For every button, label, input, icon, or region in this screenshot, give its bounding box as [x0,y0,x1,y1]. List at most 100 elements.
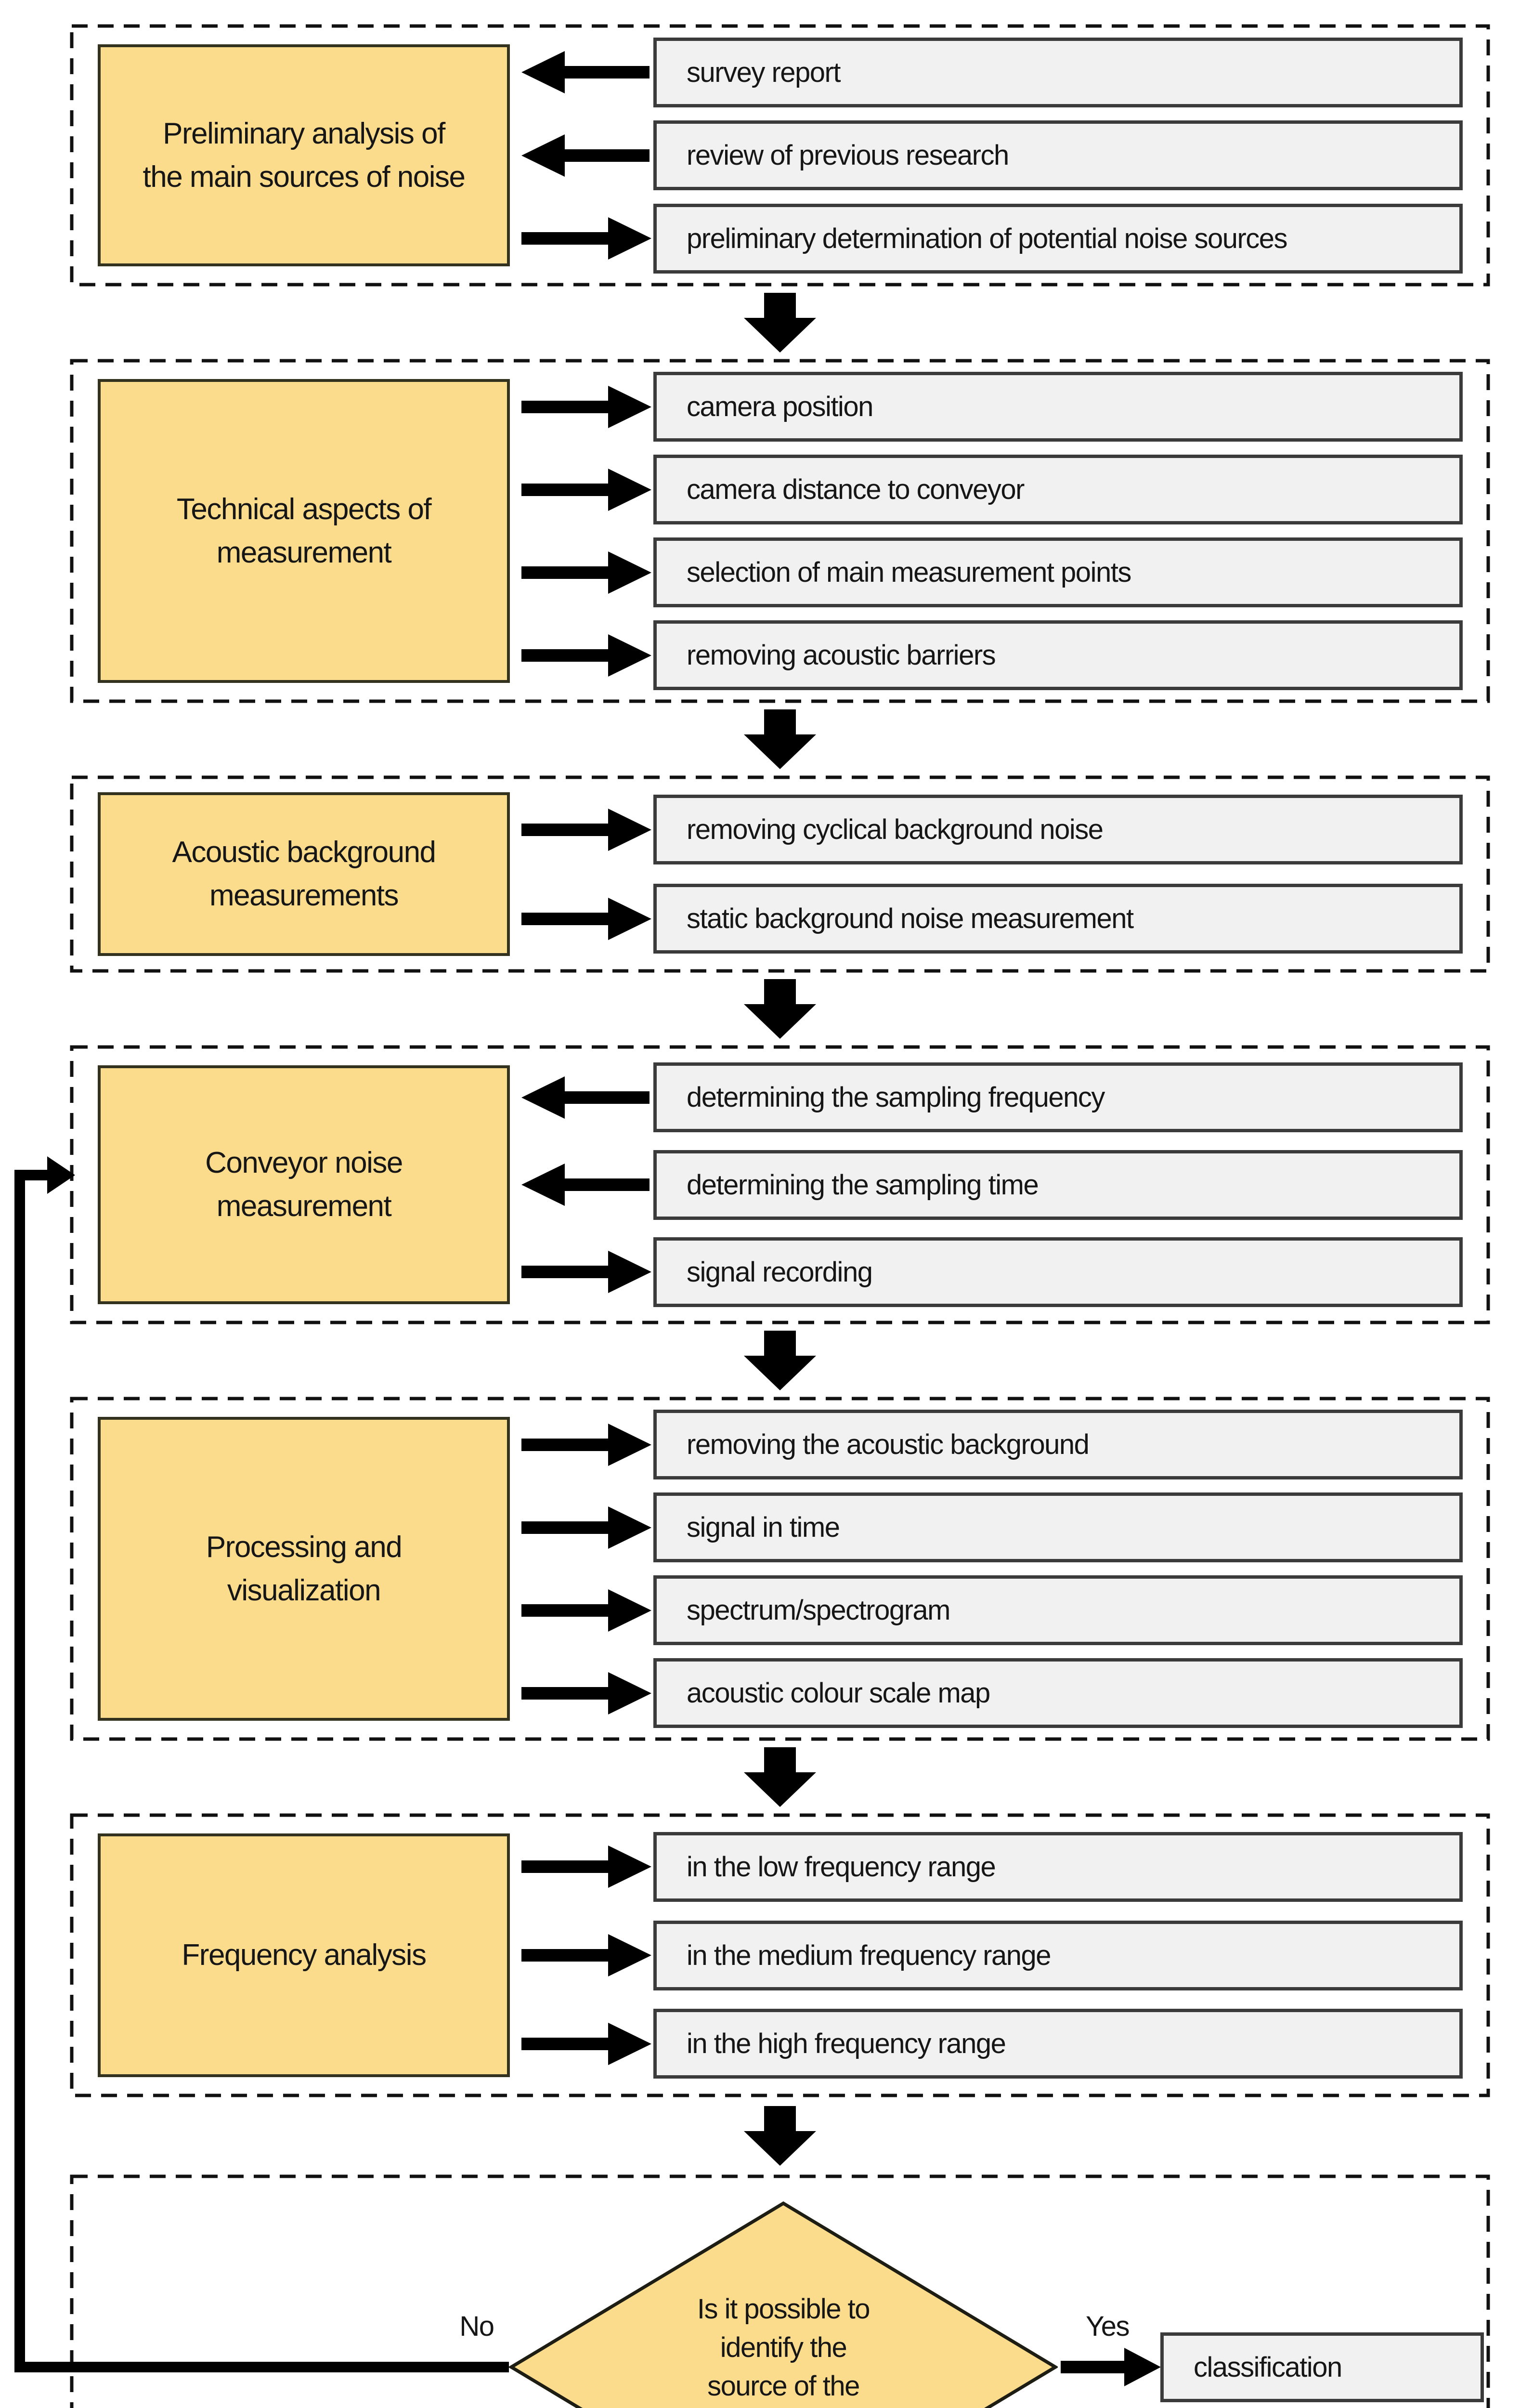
stage-box-technical-aspects: Technical aspects of measurement [98,379,510,683]
item-label: camera distance to conveyor [687,474,1025,505]
item-box: in the high frequency range [653,2009,1463,2079]
item-box: review of previous research [653,120,1463,190]
yes-arrow-head-icon [1124,2348,1161,2386]
no-feedback-line-vertical [14,1170,25,2372]
stage-box-frequency-analysis: Frequency analysis [98,1833,510,2077]
item-row: signal recording [518,1237,1463,1307]
item-row: static background noise measurement [518,884,1463,954]
item-row: removing cyclical background noise [518,795,1463,864]
item-label: signal in time [687,1512,840,1543]
flow-down-arrow-icon [744,293,816,353]
item-box: spectrum/spectrogram [653,1575,1463,1645]
item-row: removing the acoustic background [518,1410,1463,1479]
flow-gap [70,973,1490,1045]
stage-box-processing-visualization: Processing and visualization [98,1417,510,1721]
stage-title: Frequency analysis [182,1938,427,1972]
decision-diamond [509,2201,1058,2408]
decision-block: Is it possible to identify the source of… [70,2174,1490,2408]
flow-down-arrow-icon [744,1331,816,1390]
yes-branch-label: Yes [1085,2311,1130,2342]
classification-box: classification [1160,2332,1484,2402]
arrow-to-item-icon [518,1410,653,1479]
arrow-to-item-icon [518,1237,653,1307]
item-row: determining the sampling time [518,1150,1463,1220]
item-box: removing the acoustic background [653,1410,1463,1479]
item-row: in the low frequency range [518,1832,1463,1902]
item-row: in the high frequency range [518,2009,1463,2079]
item-label: acoustic colour scale map [687,1677,990,1709]
arrow-to-item-icon [518,2009,653,2079]
no-branch-label: No [459,2311,494,2342]
item-label: in the high frequency range [687,2028,1006,2060]
flow-down-arrow-icon [744,709,816,769]
item-box: removing cyclical background noise [653,795,1463,864]
item-row: camera distance to conveyor [518,455,1463,524]
item-label: removing acoustic barriers [687,640,996,671]
item-row: survey report [518,37,1463,107]
arrow-to-item-icon [518,455,653,524]
item-label: review of previous research [687,140,1009,171]
item-label: determining the sampling time [687,1169,1039,1201]
item-row: selection of main measurement points [518,537,1463,607]
item-box: camera position [653,372,1463,442]
arrow-to-item-icon [518,204,653,274]
dashed-border [70,1813,1490,2097]
flowchart: Preliminary analysis of the main sources… [70,24,1490,2408]
arrow-to-item-icon [518,1575,653,1645]
arrow-to-item-icon [518,1921,653,1990]
item-box: in the medium frequency range [653,1920,1463,1990]
arrow-to-item-icon [518,884,653,954]
dashed-border [70,24,1490,287]
flow-gap [70,703,1490,775]
item-box: determining the sampling frequency [653,1062,1463,1133]
flow-down-arrow-icon [744,979,816,1039]
item-box: preliminary determination of potential n… [653,203,1463,274]
stage-block-conveyor-noise-measurement: Conveyor noise measurement determining t… [70,1045,1490,1324]
decision-area: Is it possible to identify the source of… [70,2174,1490,2408]
arrow-to-item-icon [518,795,653,864]
item-row: preliminary determination of potential n… [518,203,1463,274]
flow-down-arrow-icon [744,2106,816,2166]
dashed-border [70,359,1490,703]
stage-box-acoustic-background: Acoustic background measurements [98,792,510,956]
item-row: signal in time [518,1492,1463,1562]
item-label: removing cyclical background noise [687,814,1104,845]
stage-block-preliminary-analysis: Preliminary analysis of the main sources… [70,24,1490,287]
item-box: removing acoustic barriers [653,620,1463,690]
dashed-border [70,775,1490,973]
flow-down-arrow-icon [744,1747,816,1807]
stage-block-processing-visualization: Processing and visualization removing th… [70,1397,1490,1741]
dashed-border [70,1045,1490,1324]
arrow-to-item-icon [518,1832,653,1902]
item-box: signal recording [653,1237,1463,1307]
arrow-into-stage-icon [518,38,653,107]
item-box: acoustic colour scale map [653,1658,1463,1728]
item-row: in the medium frequency range [518,1920,1463,1990]
stage-box-preliminary-analysis: Preliminary analysis of the main sources… [98,44,510,266]
arrow-to-item-icon [518,1658,653,1728]
item-label: determining the sampling frequency [687,1082,1105,1113]
stage-title: Processing and visualization [206,1530,403,1607]
item-label: preliminary determination of potential n… [687,222,1288,254]
item-box: camera distance to conveyor [653,455,1463,524]
item-label: in the low frequency range [687,1851,996,1883]
item-list: determining the sampling frequency deter… [518,1045,1463,1324]
flow-gap [70,1741,1490,1813]
item-label: spectrum/spectrogram [687,1595,950,1626]
stage-block-acoustic-background: Acoustic background measurements removin… [70,775,1490,973]
arrow-into-stage-icon [518,120,653,190]
stage-title: Acoustic background measurements [172,836,436,912]
item-box: determining the sampling time [653,1150,1463,1220]
flow-gap [70,2097,1490,2174]
arrow-to-item-icon [518,620,653,690]
arrow-to-item-icon [518,372,653,442]
arrow-into-stage-icon [518,1150,653,1220]
arrow-into-stage-icon [518,1062,653,1132]
item-box: in the low frequency range [653,1832,1463,1902]
item-label: removing the acoustic background [687,1429,1090,1460]
stage-block-technical-aspects: Technical aspects of measurement camera … [70,359,1490,703]
stage-box-conveyor-noise-measurement: Conveyor noise measurement [98,1065,510,1304]
classification-label: classification [1194,2352,1342,2383]
stage-title: Preliminary analysis of the main sources… [143,117,466,194]
